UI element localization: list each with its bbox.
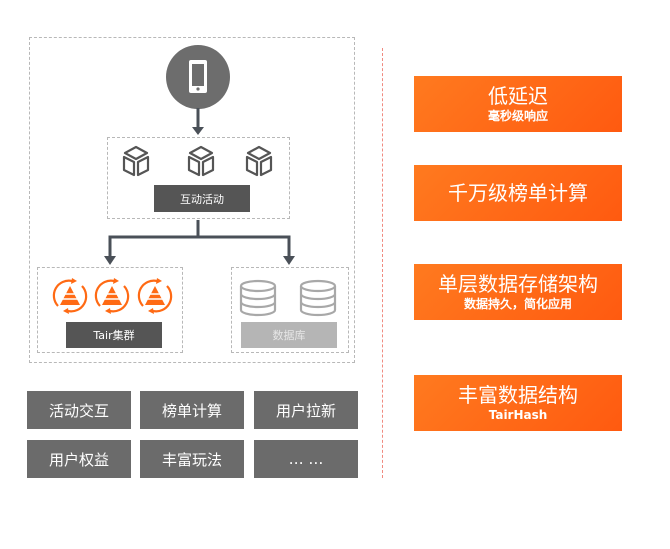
- architecture-container: [29, 37, 355, 363]
- feature-title: 千万级榜单计算: [448, 181, 588, 205]
- feature-low-latency: 低延迟 毫秒级响应: [414, 76, 622, 132]
- feature-rich-data-structures: 丰富数据结构 TairHash: [414, 375, 622, 431]
- interactive-activity-label: 互动活动: [154, 185, 250, 212]
- arrow-head-database: [283, 256, 295, 265]
- tair-pyramid-icon: [94, 278, 130, 314]
- scenario-activity-interaction: 活动交互: [27, 391, 131, 429]
- scenario-ranking-calculation: 榜单计算: [140, 391, 244, 429]
- arrow-head-activity: [192, 127, 204, 135]
- feature-ranking: 千万级榜单计算: [414, 165, 622, 221]
- feature-title: 丰富数据结构: [458, 383, 578, 407]
- section-divider: [382, 48, 383, 478]
- feature-subtitle: TairHash: [488, 408, 548, 422]
- scenario-user-benefits: 用户权益: [27, 440, 131, 478]
- tair-pyramid-icon: [137, 278, 173, 314]
- tair-pyramid-icon: [52, 278, 88, 314]
- tair-cluster-label: Tair集群: [66, 322, 162, 348]
- arrow-head-tair: [104, 256, 116, 265]
- cube-icon: [245, 145, 273, 177]
- database-icon: [239, 279, 277, 317]
- interactive-activity-group: [107, 137, 290, 219]
- scenario-more: … …: [254, 440, 358, 478]
- feature-subtitle: 数据持久，简化应用: [463, 297, 572, 311]
- feature-single-layer-storage: 单层数据存储架构 数据持久，简化应用: [414, 264, 622, 320]
- scenario-rich-gameplay: 丰富玩法: [140, 440, 244, 478]
- cube-icon: [187, 145, 215, 177]
- feature-subtitle: 毫秒级响应: [487, 109, 548, 123]
- database-icon: [299, 279, 337, 317]
- cube-icon: [122, 145, 150, 177]
- feature-title: 单层数据存储架构: [438, 272, 598, 296]
- database-group: [231, 267, 349, 353]
- scenario-user-acquisition: 用户拉新: [254, 391, 358, 429]
- arrow-split: [108, 220, 200, 258]
- arrow-to-database: [198, 235, 291, 258]
- mobile-phone-icon: [189, 60, 207, 93]
- tair-cluster-group: [37, 267, 183, 353]
- database-label: 数据库: [241, 322, 337, 348]
- feature-title: 低延迟: [488, 84, 548, 108]
- client-node: [166, 45, 230, 109]
